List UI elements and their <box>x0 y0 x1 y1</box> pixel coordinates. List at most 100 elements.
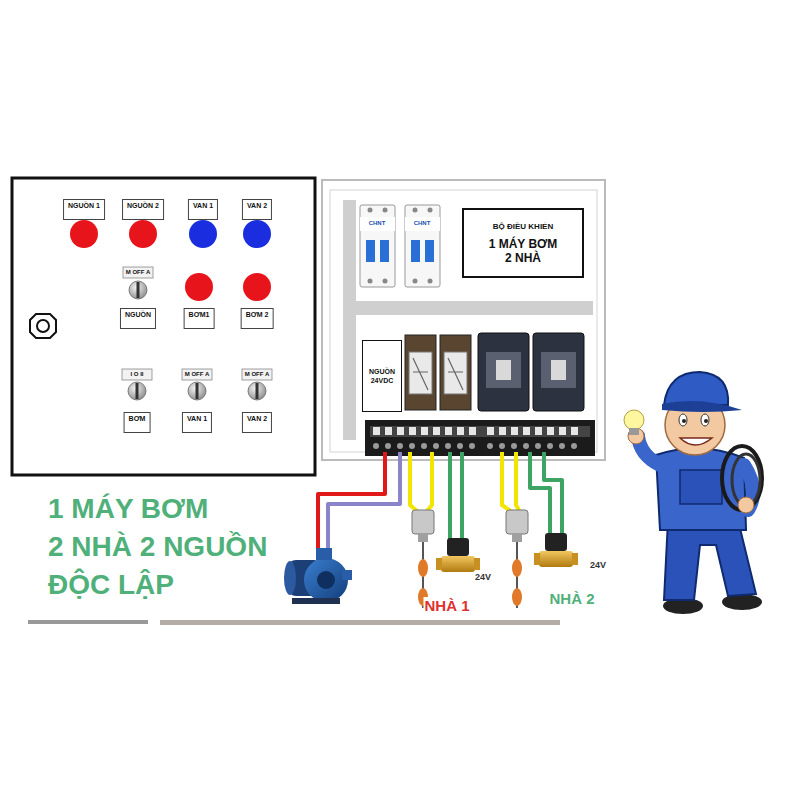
terminal-block <box>559 427 566 435</box>
cabinet <box>322 180 605 460</box>
selector-switch <box>188 382 206 400</box>
box-text: BỘ ĐIỀU KHIỂN <box>493 222 553 232</box>
terminal-block <box>487 427 494 435</box>
worker-figure <box>679 414 687 426</box>
selector-switch <box>196 383 199 399</box>
headline-text: ĐỘC LẬP <box>48 569 174 601</box>
terminal-block <box>373 427 578 435</box>
terminal-block <box>457 427 464 435</box>
box-text: VAN 2 <box>247 414 267 423</box>
terminal-block <box>385 427 392 435</box>
contactor <box>496 360 511 380</box>
solenoid-valve <box>474 558 480 570</box>
worker-figure <box>680 438 712 445</box>
terminal-block <box>445 443 451 449</box>
front-panel <box>12 178 315 475</box>
contactor <box>541 352 576 388</box>
terminal-block <box>523 443 529 449</box>
solenoid-valve <box>539 551 573 567</box>
circuit-breaker <box>405 205 440 287</box>
indicator-lamp <box>243 220 271 248</box>
terminal-block <box>433 427 440 435</box>
brand-mark: CHNT <box>368 220 387 227</box>
worker-figure <box>664 372 728 405</box>
indicator-lamp <box>189 220 217 248</box>
label-plate: BƠM 2 <box>241 308 274 329</box>
circuit-breaker <box>428 208 433 213</box>
float-switch <box>506 510 528 534</box>
terminal-block <box>365 420 595 456</box>
wire <box>410 452 418 512</box>
switch-marking: I O II <box>129 371 144 378</box>
relay <box>448 358 463 390</box>
terminal-block <box>445 427 452 435</box>
title-plate: BỘ ĐIỀU KHIỂN 1 MÁY BƠM 2 NHÀ <box>462 208 584 278</box>
switch-marking: M OFF A <box>125 269 151 276</box>
label-plate: VAN 2 <box>242 199 272 220</box>
label-plate: VAN 2 <box>242 412 272 433</box>
contactor <box>486 352 521 388</box>
circuit-breaker <box>360 205 395 287</box>
worker-figure <box>704 419 708 423</box>
circuit-breaker <box>428 279 433 284</box>
terminal-block <box>421 427 428 435</box>
solenoid-valve <box>545 533 567 551</box>
box-body: 1 MÁY BƠM 2 NHÀ <box>486 237 560 265</box>
pump <box>284 548 352 604</box>
label-plate: BƠM1 <box>184 308 215 329</box>
house-label: NHÀ 2 <box>548 590 595 607</box>
solenoid-valve <box>572 553 578 565</box>
terminal-block <box>469 427 476 435</box>
pump <box>304 558 348 602</box>
float-switch <box>512 559 522 577</box>
relay <box>409 352 432 394</box>
terminal-block <box>523 427 530 435</box>
headline-text: 2 NHÀ 2 NGUỒN <box>48 531 267 563</box>
worker-figure <box>624 372 762 614</box>
voltage-label: 24V <box>475 572 491 582</box>
indicator-lamp <box>243 273 271 301</box>
terminal-block <box>559 443 565 449</box>
circuit-breaker <box>383 208 388 213</box>
terminal-block <box>433 443 439 449</box>
cabinet <box>343 301 593 315</box>
worker-figure <box>682 419 686 423</box>
selector-switch <box>136 383 139 399</box>
box-text: VAN 1 <box>187 414 207 423</box>
terminal-block <box>421 443 427 449</box>
terminal-block <box>547 427 554 435</box>
wire <box>328 452 400 552</box>
solenoid-valve <box>534 553 540 565</box>
box-text: BƠM <box>129 414 146 423</box>
selector-switch <box>122 369 152 380</box>
label-plate: NGUỒN <box>120 308 156 329</box>
terminal-block <box>409 443 415 449</box>
selector-switch <box>182 369 212 380</box>
circuit-breaker <box>383 279 388 284</box>
label-plate: BƠM <box>124 412 151 433</box>
terminal-block <box>373 427 380 435</box>
switch-marking: M OFF A <box>184 371 210 378</box>
box-text: NGUỒN 24VDC <box>365 367 399 385</box>
wire <box>516 452 520 512</box>
terminal-block <box>487 443 493 449</box>
circuit-breaker <box>368 279 373 284</box>
float-switch <box>512 534 522 542</box>
cabinet <box>343 200 356 440</box>
circuit-breaker <box>411 240 420 262</box>
edge-strip <box>28 620 560 625</box>
power-supply: NGUỒN 24VDC <box>362 340 402 412</box>
indicator-lamp <box>185 273 213 301</box>
terminal-block <box>571 443 577 449</box>
worker-figure <box>664 520 756 600</box>
switch-marking: M OFF A <box>244 371 270 378</box>
worker-figure <box>701 414 709 426</box>
wire <box>448 452 452 540</box>
terminal-block <box>499 427 506 435</box>
box-text: NGUỒN 1 <box>68 201 100 210</box>
indicator-lamp <box>70 220 98 248</box>
circuit-breaker <box>360 205 440 287</box>
pump <box>342 570 352 580</box>
float-switch <box>418 559 428 577</box>
